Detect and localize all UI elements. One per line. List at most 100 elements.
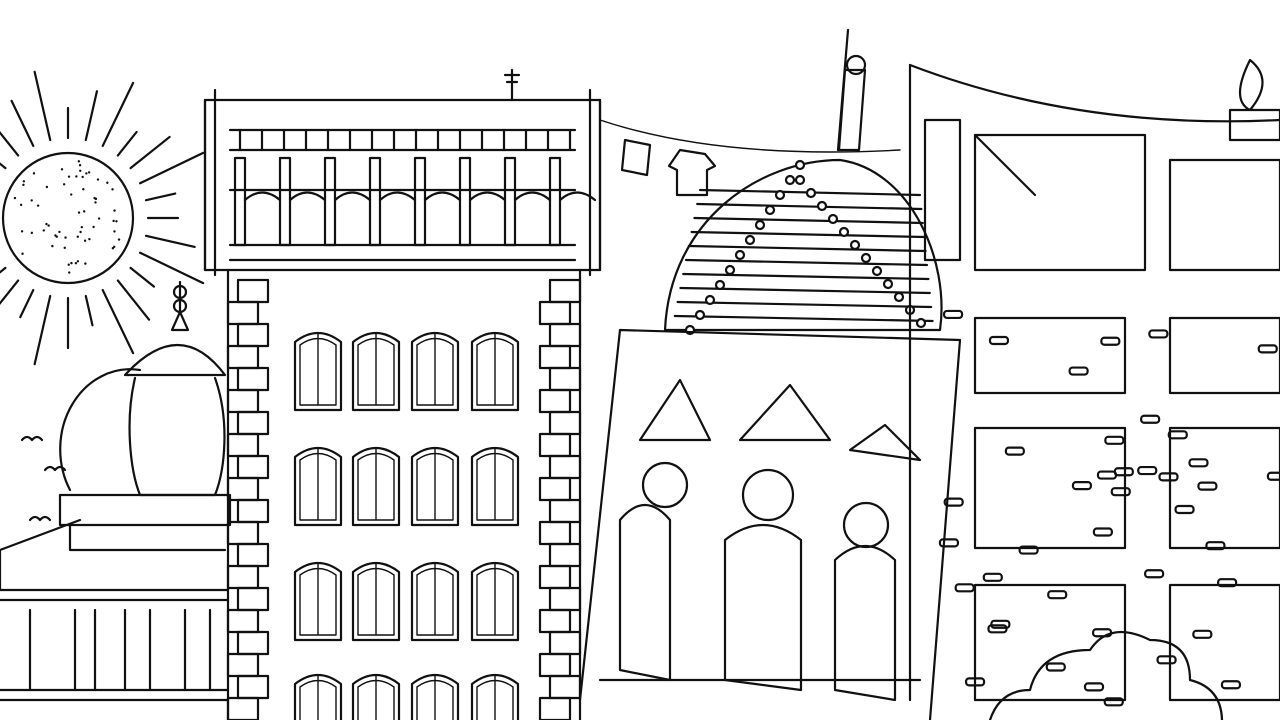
dome-band <box>686 260 927 265</box>
brick <box>238 324 268 346</box>
dome-band <box>678 302 932 307</box>
sun-ray <box>0 281 18 320</box>
window-frame <box>417 334 453 405</box>
arch <box>470 193 505 201</box>
sun[interactable] <box>0 72 203 364</box>
sun-dot <box>58 231 60 233</box>
brick <box>550 544 580 566</box>
sun-dot <box>112 220 114 222</box>
sun-dot <box>77 236 79 238</box>
sun-dot <box>31 232 33 234</box>
dome-bead <box>696 311 704 319</box>
sun-dot <box>68 264 70 266</box>
brick <box>228 698 258 720</box>
brick <box>1098 472 1116 479</box>
sun-dot <box>113 246 115 248</box>
sun-ray <box>0 124 5 168</box>
brick <box>228 302 258 324</box>
sun-dot <box>68 175 70 177</box>
sun-dot <box>78 211 80 213</box>
brick <box>238 456 268 478</box>
sun-dot <box>97 178 99 180</box>
brick <box>1085 683 1103 690</box>
brick <box>1006 448 1024 455</box>
sun-dot <box>98 217 100 219</box>
sun-dot <box>84 262 86 264</box>
brick <box>550 588 580 610</box>
brick <box>238 280 268 302</box>
brick <box>984 574 1002 581</box>
tall-apartment-building[interactable] <box>205 70 600 720</box>
sun-dot <box>79 170 81 172</box>
sun-ray <box>35 296 51 364</box>
sun-dot <box>79 231 81 233</box>
dome-band <box>689 246 926 251</box>
dome-bead <box>840 228 848 236</box>
window-frame <box>358 449 394 520</box>
sun-dot <box>22 184 24 186</box>
sun-dot <box>33 172 35 174</box>
dome-band <box>697 204 921 209</box>
brick <box>1193 631 1211 638</box>
brick <box>1138 467 1156 474</box>
sun-dot <box>70 193 72 195</box>
modern-apartment-building[interactable] <box>910 60 1280 705</box>
dome-bead <box>851 241 859 249</box>
brick <box>550 456 580 478</box>
sun-dot <box>93 197 95 199</box>
sun-ray <box>146 236 195 247</box>
brick <box>1048 591 1066 598</box>
dome-bead <box>756 221 764 229</box>
sun-ray <box>0 132 18 155</box>
brick <box>1105 698 1123 705</box>
sun-ray <box>86 91 97 140</box>
dome-bead <box>895 293 903 301</box>
dome-band <box>692 232 925 237</box>
brick <box>540 654 570 676</box>
column <box>415 158 425 245</box>
dome-bead <box>796 161 804 169</box>
brick <box>228 522 258 544</box>
brick <box>540 566 570 588</box>
brick <box>1094 529 1112 536</box>
dome-band <box>694 218 922 223</box>
sun-ray <box>131 137 170 168</box>
sun-dot <box>46 186 48 188</box>
sun-dot <box>118 238 120 240</box>
brick <box>1115 468 1133 475</box>
dome-bead <box>726 266 734 274</box>
dome-bead <box>862 254 870 262</box>
brick <box>1268 473 1280 480</box>
sun-ray <box>103 83 133 146</box>
window-frame <box>477 449 513 520</box>
sun-dot <box>56 236 58 238</box>
brick <box>540 390 570 412</box>
brick <box>550 280 580 302</box>
brick <box>540 346 570 368</box>
sun-ray <box>20 290 33 317</box>
brick <box>1112 488 1130 495</box>
brick <box>550 412 580 434</box>
dome-bead <box>716 281 724 289</box>
brick <box>1145 570 1163 577</box>
brick <box>1259 345 1277 352</box>
arch <box>380 193 415 201</box>
sun-ray <box>131 268 154 287</box>
arch <box>425 193 460 201</box>
sun-dot <box>77 260 79 262</box>
dome-bead <box>917 319 925 327</box>
brick <box>1141 416 1159 423</box>
arch <box>335 193 370 201</box>
sun-dot <box>23 180 25 182</box>
brick <box>550 500 580 522</box>
domed-pavilion[interactable] <box>0 282 230 700</box>
window-frame <box>358 334 394 405</box>
brick <box>540 434 570 456</box>
dome-bead <box>807 189 815 197</box>
tilted-cathedral[interactable] <box>580 30 960 720</box>
sun-dot <box>79 164 81 166</box>
dome-band <box>675 316 933 321</box>
sun-dot <box>75 262 77 264</box>
brick <box>228 566 258 588</box>
